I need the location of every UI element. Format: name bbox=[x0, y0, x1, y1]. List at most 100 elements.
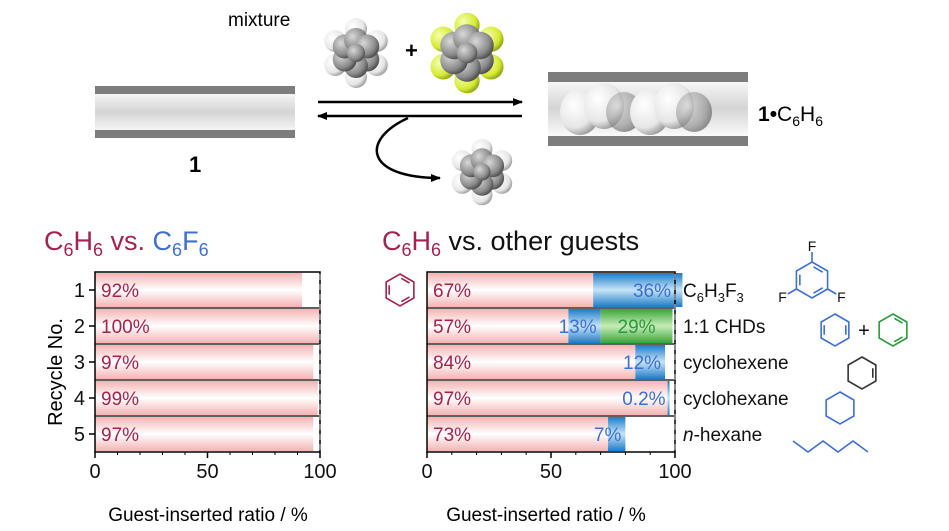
bar-benzene-label: 99% bbox=[101, 389, 139, 410]
complex-label: 1•C6H6 bbox=[758, 103, 823, 129]
chart-right: C6H6 vs. other guests 67%36%57%29%13%84%… bbox=[382, 226, 908, 526]
guest-name-part: 6 bbox=[697, 290, 704, 305]
bar-benzene bbox=[95, 381, 318, 415]
recycle-number: 4 bbox=[74, 388, 85, 410]
x-tick-label: 0 bbox=[89, 461, 100, 483]
chart-right-xlabel: Guest-inserted ratio / % bbox=[446, 505, 646, 526]
guest-name-part: H bbox=[704, 281, 718, 302]
bar-benzene-label: 97% bbox=[433, 389, 471, 410]
bar-benzene bbox=[427, 345, 636, 379]
space-filling-molecules bbox=[324, 12, 712, 206]
recycle-number: 3 bbox=[74, 352, 85, 374]
x-tick-label: 100 bbox=[303, 461, 336, 483]
bar-other-guest bbox=[635, 345, 666, 379]
chart-right-axis: 0 50 100 bbox=[421, 274, 692, 483]
bar-benzene-label: 100% bbox=[101, 317, 150, 338]
n-hexane-structure-icon bbox=[792, 440, 869, 453]
bar-benzene bbox=[427, 381, 668, 415]
host-tube-1 bbox=[95, 86, 295, 138]
bar-benzene bbox=[95, 345, 314, 379]
hexafluorobenzene-molecule bbox=[430, 12, 504, 94]
guest-name-part: -hexane bbox=[694, 425, 763, 446]
bar-other-guest-label: 36% bbox=[633, 281, 671, 302]
bar-green-guest bbox=[600, 309, 673, 343]
bar-other-guest-label: 0.2% bbox=[622, 389, 665, 410]
cyclohexa-1-4-diene-structure-icon bbox=[820, 313, 850, 347]
guest-name-part: 3 bbox=[718, 290, 725, 305]
released-benzene-molecule bbox=[451, 138, 513, 206]
bar-benzene bbox=[95, 309, 320, 343]
included-benzene-molecules bbox=[560, 83, 712, 135]
diene-double-bond bbox=[893, 336, 903, 343]
bar-benzene-label: 84% bbox=[433, 353, 471, 374]
mixture-label: mixture bbox=[228, 10, 290, 31]
benzene-structure-icon bbox=[385, 273, 415, 307]
bar-other-guest bbox=[608, 417, 626, 451]
bar-other-guest bbox=[568, 309, 601, 343]
bar-other-guest-label: 13% bbox=[559, 317, 597, 338]
x-tick-label: 0 bbox=[421, 461, 432, 483]
guest-name-part: F bbox=[725, 281, 737, 302]
bar-benzene-label: 97% bbox=[101, 425, 139, 446]
bar-other-guest-label: 12% bbox=[623, 353, 661, 374]
bar-benzene-label: 97% bbox=[101, 353, 139, 374]
recycle-number: 1 bbox=[74, 280, 85, 302]
bar-benzene bbox=[427, 309, 569, 343]
cyclohexa-1-3-diene-structure-icon bbox=[878, 313, 908, 347]
guest-labels: C6H3F3 1:1 CHDs cyclohexene cyclohexane n-he… bbox=[683, 281, 789, 446]
chart-left-bars: 92% 100% 97% 99% 97% bbox=[95, 273, 320, 451]
cyclohexene-structure-icon bbox=[847, 356, 877, 390]
bar-benzene bbox=[427, 417, 609, 451]
bar-benzene-label: 67% bbox=[433, 281, 471, 302]
guest-name: C6H3F3 bbox=[683, 281, 744, 305]
x-tick-label: 100 bbox=[658, 461, 691, 483]
guest-name: cyclohexene bbox=[683, 353, 789, 374]
release-arrow bbox=[375, 116, 441, 182]
structure-plus: + bbox=[858, 320, 870, 342]
fluorine-atom-label: F bbox=[778, 289, 787, 305]
host-label: 1 bbox=[189, 152, 201, 177]
fluorine-atom-label: F bbox=[837, 289, 846, 305]
reaction-scheme: mixture + 1 1•C6H6 bbox=[95, 10, 823, 206]
bar-green-label: 29% bbox=[618, 317, 656, 338]
bar-benzene-label: 73% bbox=[433, 425, 471, 446]
bar-other-guest bbox=[593, 273, 683, 307]
chart-left-xlabel: Guest-inserted ratio / % bbox=[108, 505, 308, 526]
guest-name: n-hexane bbox=[683, 425, 762, 446]
chart-right-bars: 67% 36% 57% 29% 13% 84% 12% 97% 0.2% 73% 7% bbox=[427, 273, 683, 451]
guest-name-part: cyclohexene bbox=[683, 353, 789, 374]
recycle-number: 2 bbox=[74, 316, 85, 338]
trifluorobenzene-double-bond bbox=[813, 287, 824, 294]
guest-name-part: 3 bbox=[737, 290, 744, 305]
plus-sign: + bbox=[405, 38, 418, 63]
chart-right-title: C6H6 vs. other guests bbox=[382, 226, 639, 260]
fluorine-atom-label: F bbox=[808, 238, 817, 254]
x-tick-label: 50 bbox=[196, 461, 218, 483]
bar-benzene-label: 92% bbox=[101, 281, 139, 302]
cyclohexane-structure-icon bbox=[825, 391, 855, 425]
c-f-bond bbox=[787, 288, 797, 295]
trifluorobenzene-structure-icon bbox=[795, 261, 829, 299]
trifluorobenzene-double-bond bbox=[813, 266, 824, 273]
bar-other-guest-label: 7% bbox=[594, 425, 622, 446]
guest-name: 1:1 CHDs bbox=[683, 317, 765, 338]
bar-benzene bbox=[427, 273, 594, 307]
benzene-double-bond bbox=[400, 277, 410, 284]
bar-benzene-label: 57% bbox=[433, 317, 471, 338]
chart-left-axis: 0 50 100 1 2 3 4 5 bbox=[74, 274, 337, 483]
benzene-double-bond bbox=[400, 296, 410, 303]
guest-name-part: n bbox=[683, 425, 694, 446]
recycle-number: 5 bbox=[74, 424, 85, 446]
chart-left-ylabel: Recycle No. bbox=[45, 318, 67, 426]
guest-name-part: cyclohexane bbox=[683, 389, 789, 410]
x-tick-label: 50 bbox=[540, 461, 562, 483]
guest-name-part: 1:1 CHDs bbox=[683, 317, 765, 338]
guest-name: cyclohexane bbox=[683, 389, 789, 410]
benzene-molecule bbox=[324, 18, 388, 88]
c-f-bond bbox=[827, 288, 837, 295]
bar-other-guest bbox=[667, 381, 670, 415]
chart-left-title: C6H6 vs. C6F6 bbox=[44, 226, 209, 260]
bar-benzene bbox=[95, 273, 302, 307]
guest-structures: F F F + bbox=[385, 238, 908, 453]
